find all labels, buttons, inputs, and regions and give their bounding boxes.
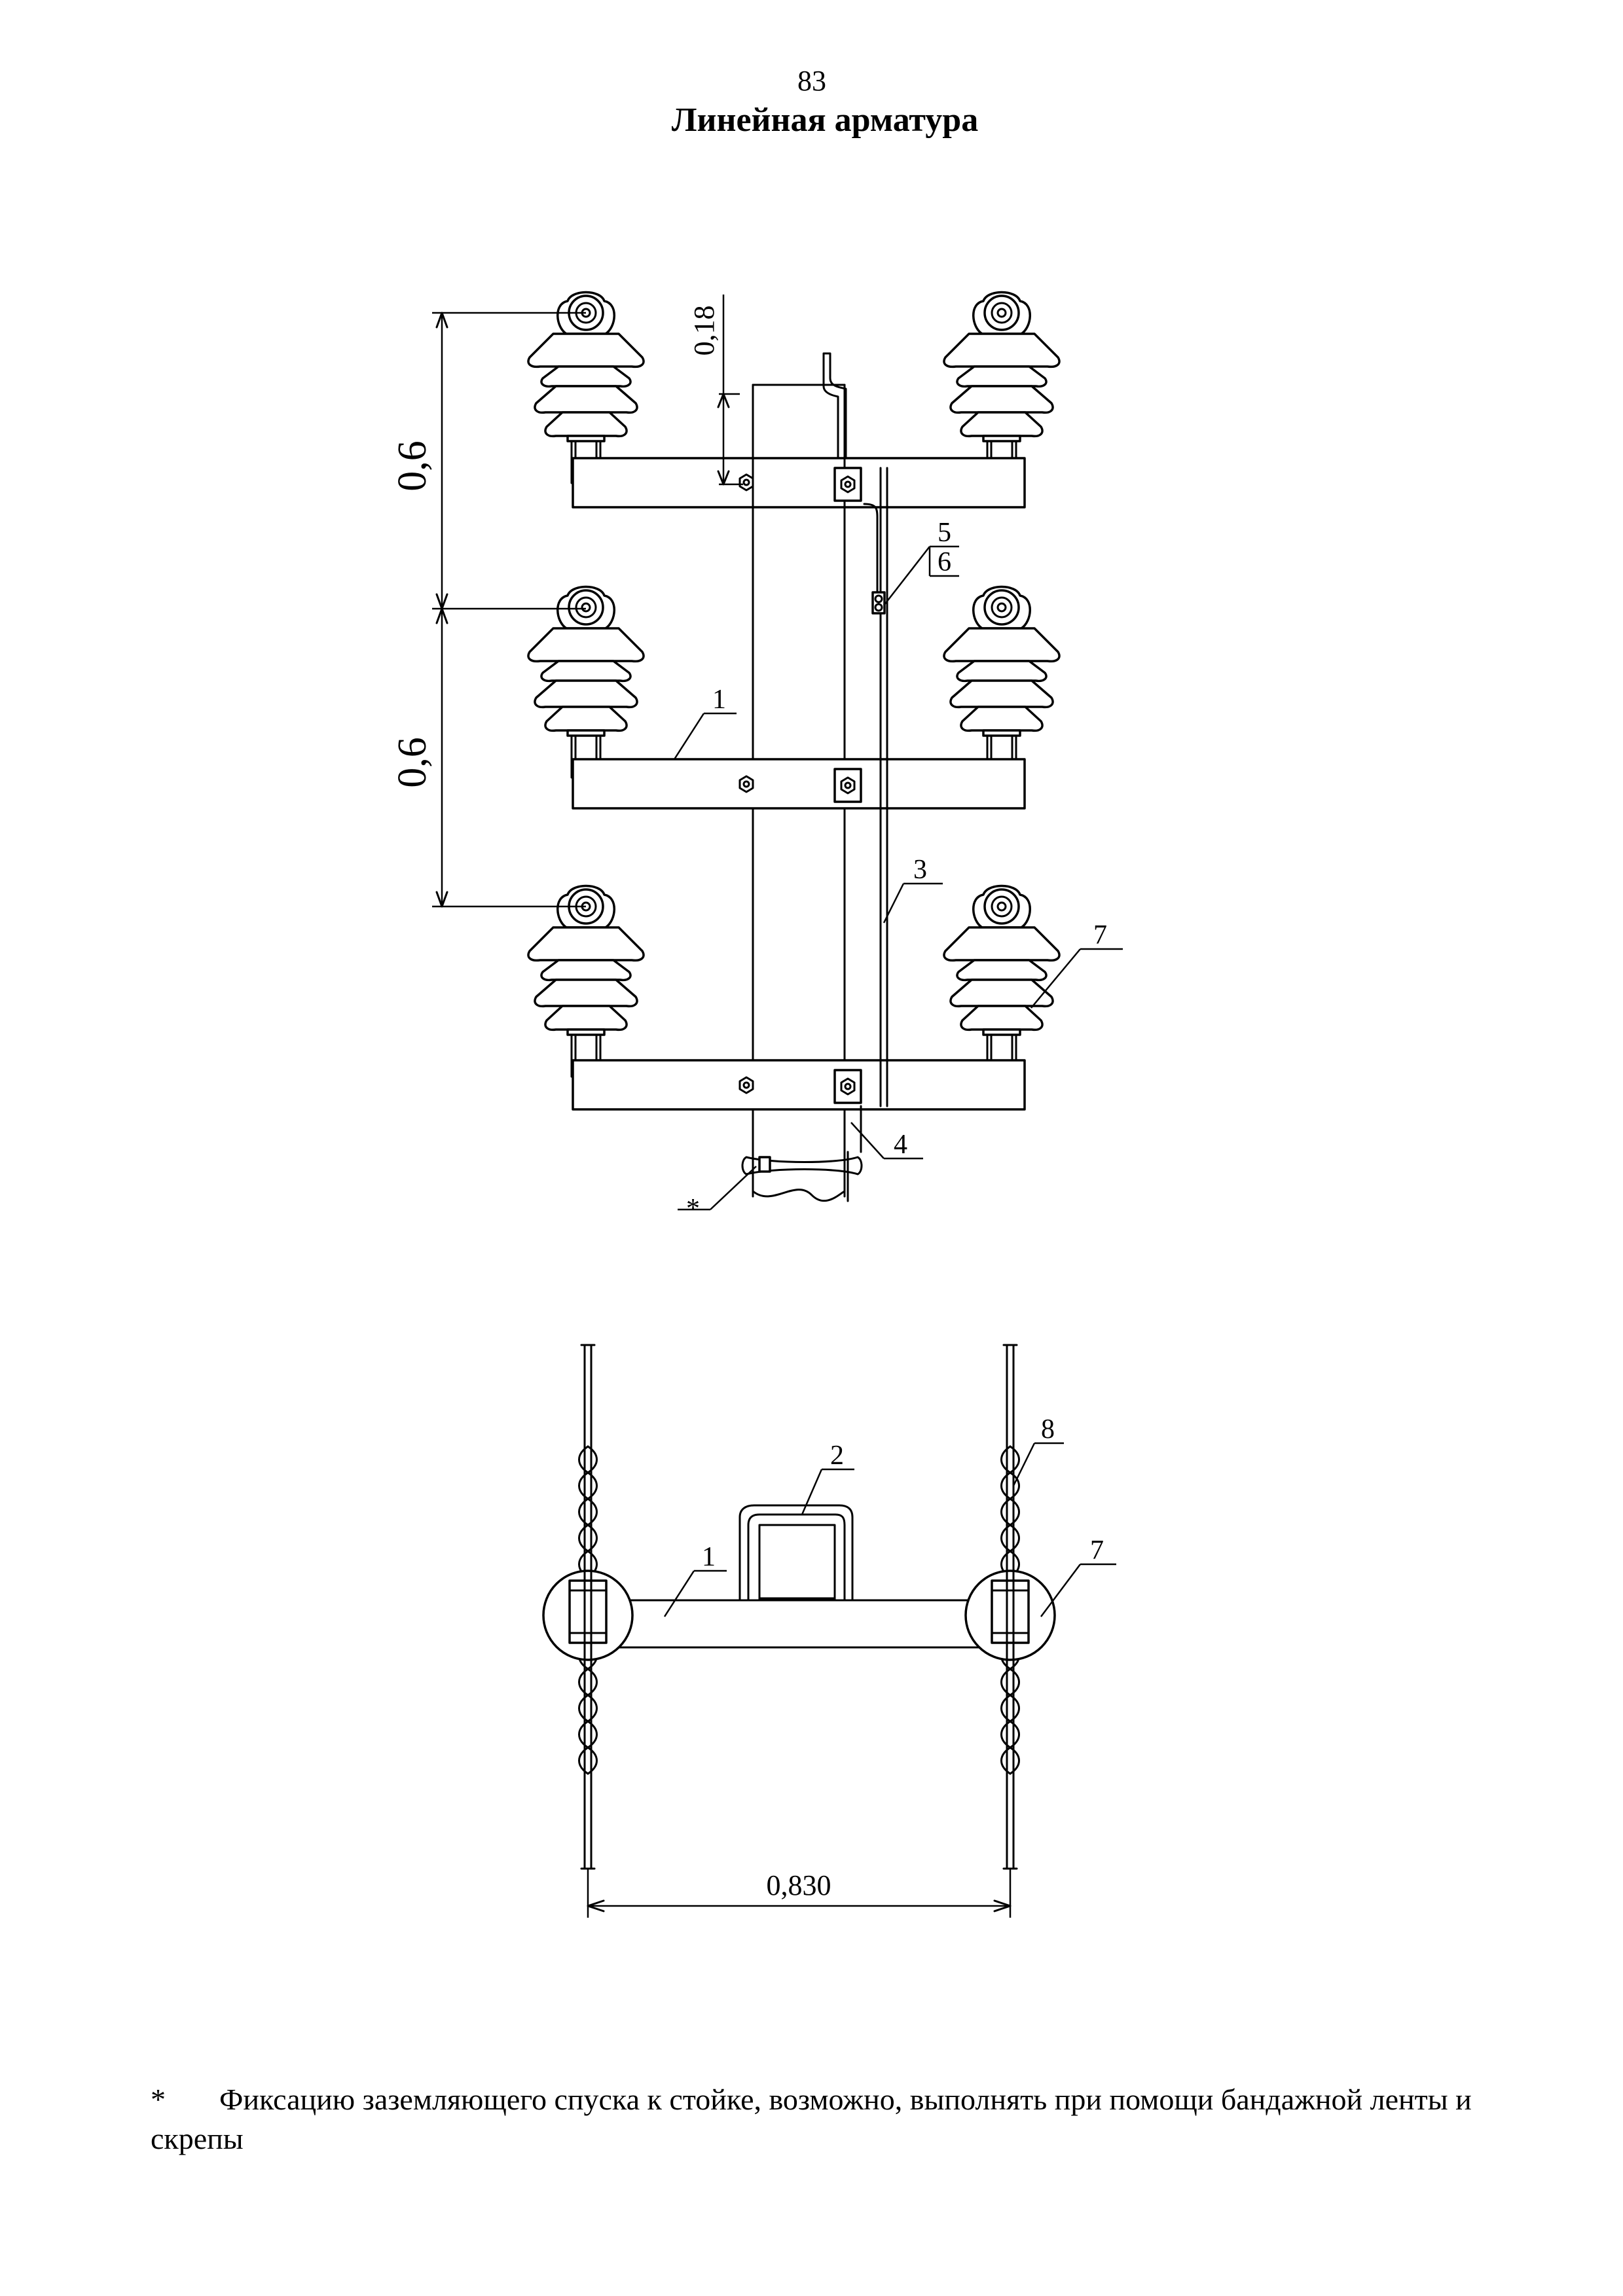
insulator-top-left <box>542 1563 634 1667</box>
insulator-left-bottom <box>527 884 645 1078</box>
clamp-plates <box>833 467 862 1104</box>
dimension-lower-spacing: 0,6 <box>390 607 586 908</box>
insulator-right-middle <box>943 585 1061 779</box>
svg-text:6: 6 <box>938 547 951 577</box>
crossarm-middle <box>572 758 1026 810</box>
insulator-right-top <box>943 291 1061 484</box>
callout-crossarm-top: 1 <box>663 1542 727 1617</box>
callout-insulator-top: 7 <box>1040 1535 1116 1617</box>
footnote: *Фиксацию заземляющего спуска к стойке, … <box>151 2080 1480 2159</box>
callout-insulator: 7 <box>1030 920 1123 1009</box>
svg-text:7: 7 <box>1090 1535 1104 1566</box>
front-view: 0,18 0,6 0,6 1 3 <box>390 291 1123 1224</box>
svg-text:2: 2 <box>830 1441 844 1471</box>
top-view: 0,830 1 2 8 7 <box>542 1344 1116 1918</box>
callout-lower-clamp: 4 <box>850 1122 923 1160</box>
insulator-top-right <box>964 1563 1056 1667</box>
top-lug <box>822 352 847 473</box>
callout-crossarm: 1 <box>673 685 737 760</box>
dimension-upper-spacing: 0,6 <box>390 312 586 610</box>
svg-text:8: 8 <box>1041 1414 1055 1444</box>
crossarm-top <box>572 457 1026 509</box>
ground-down-conductor <box>847 467 888 1202</box>
callout-clamp: 2 <box>801 1441 854 1515</box>
callout-band-fixing: * <box>678 1166 757 1224</box>
svg-text:4: 4 <box>894 1130 907 1160</box>
crossarm-bottom <box>572 1059 1026 1111</box>
page-number: 83 <box>797 65 826 97</box>
insulator-left-middle <box>527 585 645 779</box>
insulator-right-bottom <box>943 884 1061 1078</box>
footnote-marker: * <box>151 2083 166 2116</box>
dimension-label: 0,6 <box>390 737 435 788</box>
svg-text:1: 1 <box>702 1542 716 1572</box>
svg-text:5: 5 <box>938 518 951 548</box>
dimension-label: 0,18 <box>688 306 720 356</box>
dimension-top-offset: 0,18 <box>688 295 743 486</box>
dimension-label: 0,6 <box>390 440 435 492</box>
callout-wire-tie: 8 <box>1012 1414 1064 1486</box>
u-clamp <box>739 1504 854 1602</box>
crossarm-top-view <box>585 1599 1013 1649</box>
svg-text:*: * <box>686 1194 700 1224</box>
dimension-label: 0,830 <box>767 1869 831 1901</box>
callout-connector: 5 6 <box>883 518 959 606</box>
callout-ground-down-conductor: 3 <box>883 855 943 924</box>
insulator-left-top <box>527 291 645 484</box>
svg-text:1: 1 <box>712 685 726 715</box>
footnote-text: Фиксацию заземляющего спуска к стойке, в… <box>151 2083 1472 2155</box>
band-clamp <box>741 1156 863 1175</box>
page-title: Линейная арматура <box>672 101 978 139</box>
svg-text:7: 7 <box>1093 920 1107 950</box>
svg-text:3: 3 <box>913 855 927 885</box>
dimension-insulator-spacing: 0,830 <box>587 1869 1012 1918</box>
